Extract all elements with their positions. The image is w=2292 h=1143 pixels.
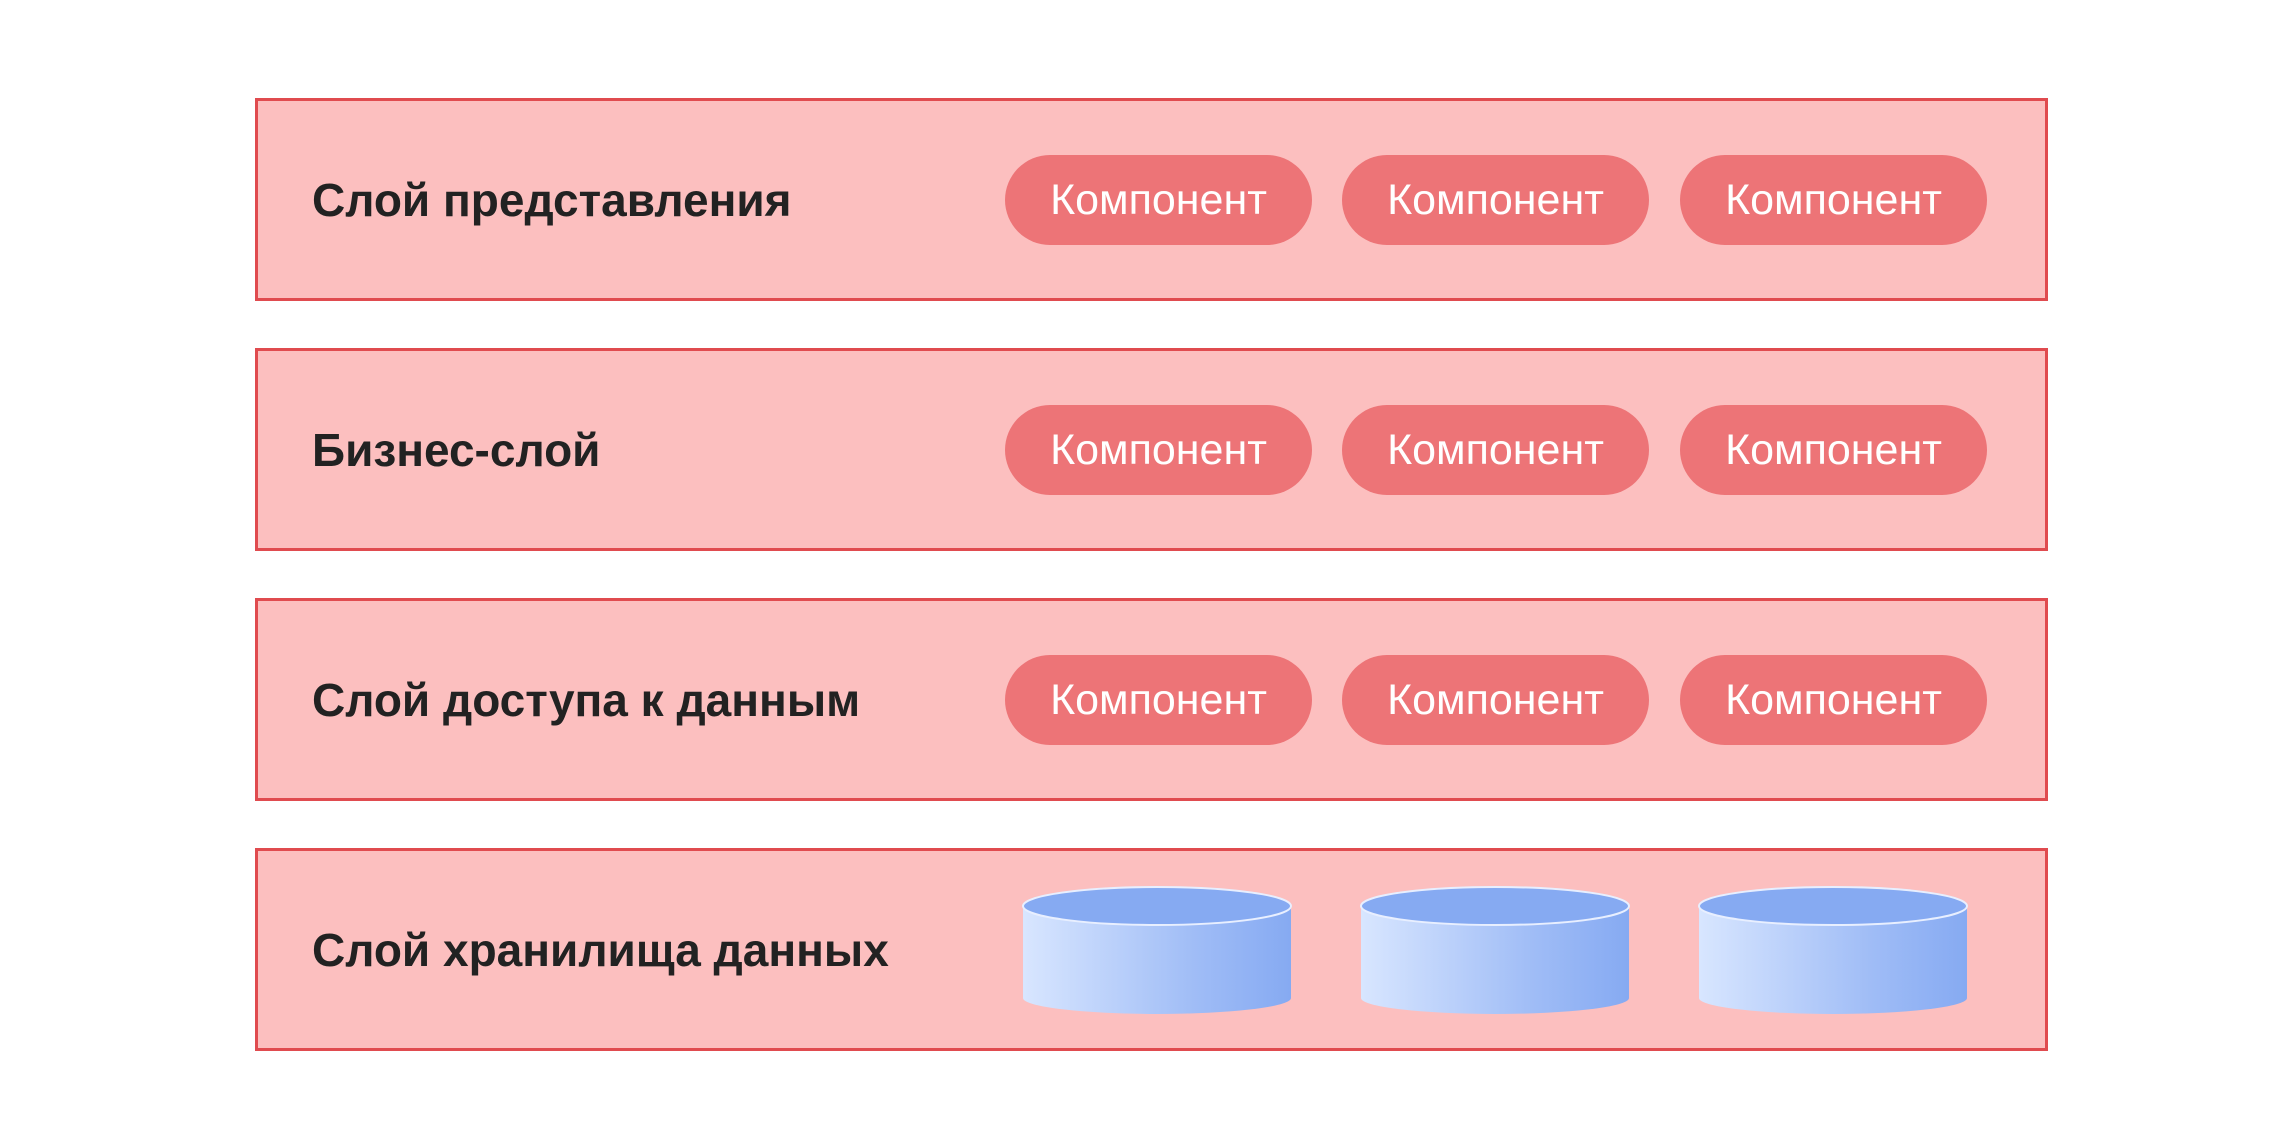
database-cylinder-icon — [1021, 886, 1293, 1018]
database-cylinder-icon — [1359, 886, 1631, 1018]
presentation-layer: Слой представления Компонент Компонент К… — [255, 98, 2048, 301]
component-pill: Компонент — [1005, 405, 1312, 495]
layer-label: Слой хранилища данных — [312, 923, 889, 976]
layer-label: Бизнес-слой — [312, 423, 601, 476]
component-pill: Компонент — [1342, 155, 1649, 245]
layer-label: Слой представления — [312, 173, 792, 226]
component-pill: Компонент — [1680, 655, 1987, 745]
component-pill: Компонент — [1680, 405, 1987, 495]
layer-label: Слой доступа к данным — [312, 673, 861, 726]
component-pill: Компонент — [1680, 155, 1987, 245]
component-pill: Компонент — [1005, 155, 1312, 245]
component-pill: Компонент — [1005, 655, 1312, 745]
database-cylinder-icon — [1697, 886, 1969, 1018]
business-layer: Бизнес-слой Компонент Компонент Компонен… — [255, 348, 2048, 551]
component-pill: Компонент — [1342, 405, 1649, 495]
component-pill: Компонент — [1342, 655, 1649, 745]
data-access-layer: Слой доступа к данным Компонент Компонен… — [255, 598, 2048, 801]
data-storage-layer: Слой хранилища данных — [255, 848, 2048, 1051]
